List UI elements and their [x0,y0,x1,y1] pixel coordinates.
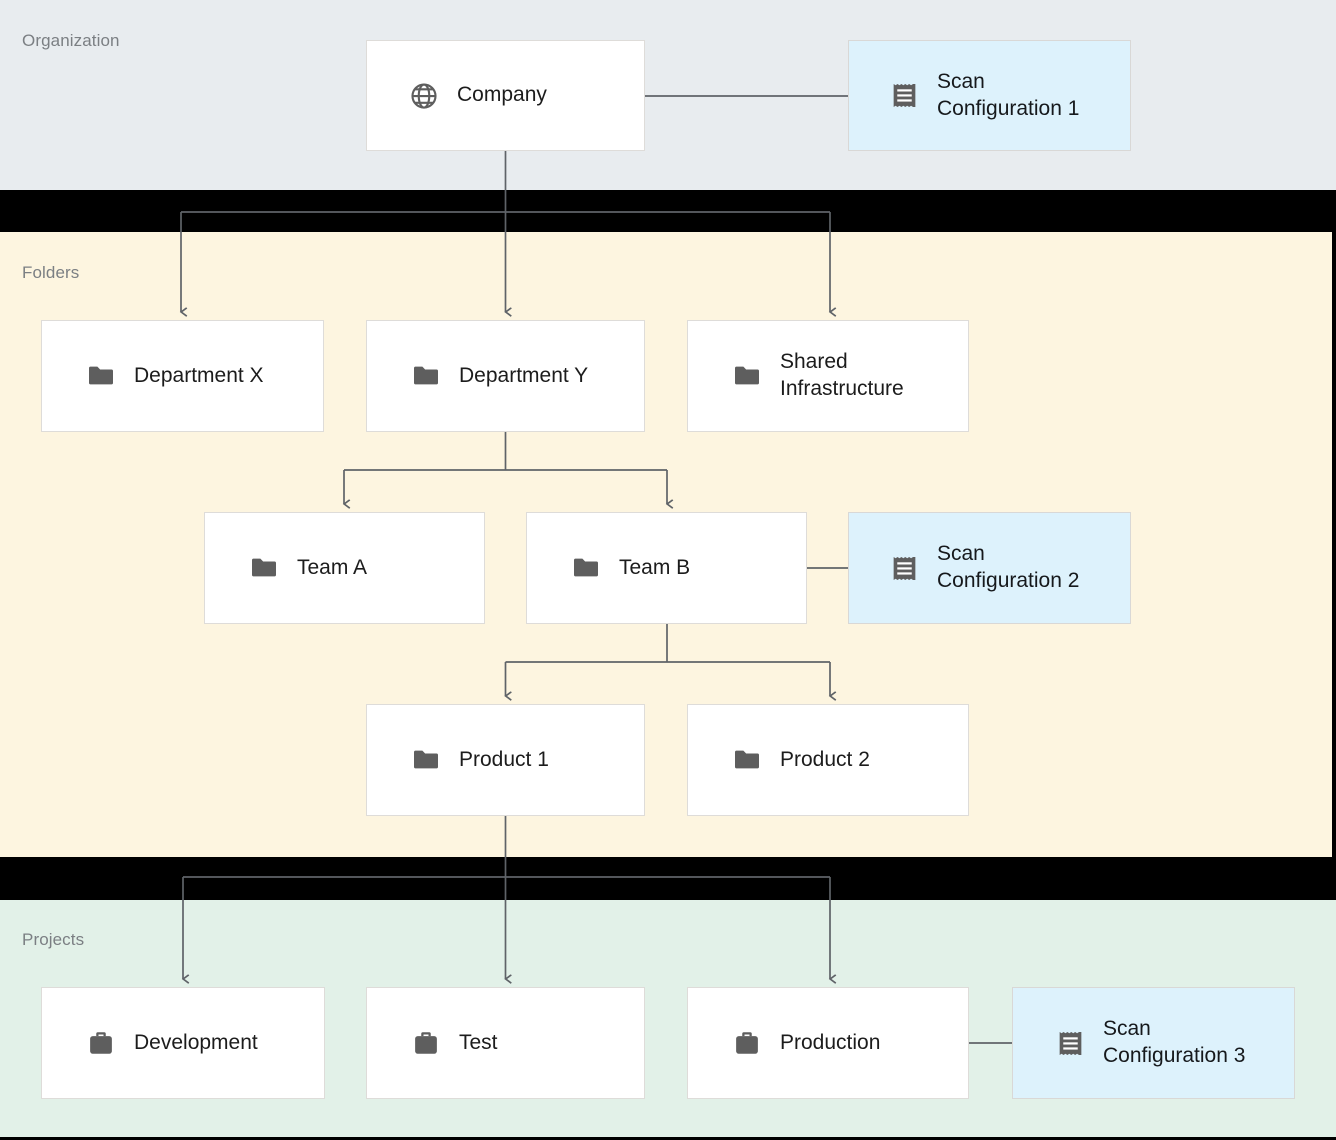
globe-icon [407,79,441,113]
folder-icon [247,551,281,585]
section-band-organization [0,0,1336,190]
node-test[interactable]: Test [366,987,645,1099]
node-label: Product 1 [459,747,549,771]
briefcase-icon [730,1026,764,1060]
folder-icon [730,359,764,393]
scan-configuration-icon [887,79,921,113]
node-label: Company [457,83,547,107]
node-label: Scan Configuration 2 [937,542,1080,592]
node-label: Team B [619,555,691,579]
folder-icon [409,743,443,777]
node-scan-configuration-1[interactable]: Scan Configuration 1 [848,40,1131,151]
section-label-projects: Projects [22,930,85,949]
node-label: Scan Configuration 1 [937,69,1080,120]
briefcase-icon [409,1026,443,1060]
section-label-organization: Organization [22,31,120,50]
node-label: Shared Infrastructure [780,350,904,400]
folder-icon [569,551,603,585]
folder-icon [409,359,443,393]
node-label: Scan Configuration 3 [1103,1017,1246,1067]
node-label: Development [134,1030,258,1054]
node-department-y[interactable]: Department Y [366,320,645,432]
briefcase-icon [84,1026,118,1060]
node-development[interactable]: Development [41,987,325,1099]
node-label: Test [459,1030,498,1054]
node-shared-infrastructure[interactable]: Shared Infrastructure [687,320,969,432]
node-label: Team A [297,555,368,579]
scan-configuration-icon [887,551,921,585]
node-department-x[interactable]: Department X [41,320,324,432]
node-label: Product 2 [780,747,870,771]
scan-configuration-icon [1053,1026,1087,1060]
node-company[interactable]: Company [366,40,645,151]
node-team-a[interactable]: Team A [204,512,485,624]
node-production[interactable]: Production [687,987,969,1099]
node-team-b[interactable]: Team B [526,512,807,624]
folder-icon [84,359,118,393]
node-product-2[interactable]: Product 2 [687,704,969,816]
section-label-folders: Folders [22,263,80,282]
node-label: Department Y [459,363,589,387]
node-scan-configuration-3[interactable]: Scan Configuration 3 [1012,987,1295,1099]
node-scan-configuration-2[interactable]: Scan Configuration 2 [848,512,1131,624]
node-label: Department X [134,363,264,387]
node-product-1[interactable]: Product 1 [366,704,645,816]
node-label: Production [780,1030,881,1054]
folder-icon [730,743,764,777]
